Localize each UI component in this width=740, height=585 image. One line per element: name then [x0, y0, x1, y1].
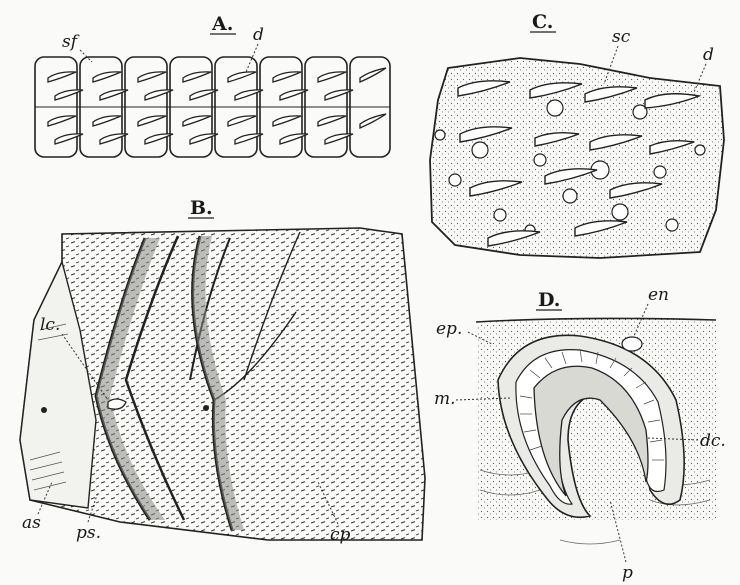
- panel-b-label: B.: [190, 197, 213, 219]
- panel-c: C.: [430, 11, 724, 258]
- label-en: en: [648, 285, 669, 305]
- panel-a-label: A.: [211, 13, 233, 35]
- panel-a: A.: [35, 13, 390, 157]
- panel-d: D.: [434, 285, 726, 583]
- label-m: m.: [434, 389, 456, 409]
- label-ep: ep.: [436, 319, 462, 339]
- panel-c-label: C.: [532, 11, 553, 33]
- label-sc: sc: [612, 27, 631, 47]
- skin-fragment-drawing: [430, 58, 724, 258]
- dermal-row-drawing: [35, 57, 390, 157]
- panel-b: B.: [20, 197, 425, 545]
- label-ps: ps.: [76, 523, 101, 543]
- label-dc: dc.: [700, 431, 726, 451]
- label-d-panel-c: d: [703, 45, 714, 65]
- label-sf: sf: [62, 32, 80, 52]
- label-as: as: [22, 513, 41, 533]
- label-d-panel-a: d: [253, 25, 264, 45]
- panel-d-label: D.: [538, 289, 560, 311]
- shagreen-skin-drawing: [20, 228, 425, 540]
- tooth-germ-section-drawing: [476, 318, 716, 544]
- label-p: p: [622, 563, 633, 583]
- label-lc: lc.: [40, 315, 60, 335]
- label-cp: cp: [330, 525, 351, 545]
